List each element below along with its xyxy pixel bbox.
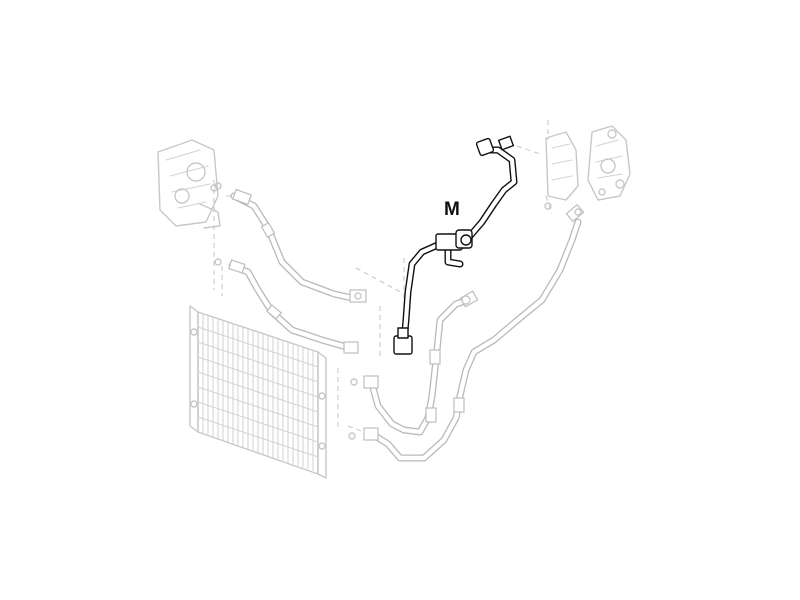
compressor [157,139,221,229]
condenser [189,305,327,479]
expansion-valve-bracket [545,125,631,201]
pipe-end-fitting [393,335,413,355]
liquid-line [348,202,585,462]
suction-hose [214,182,367,303]
reference-lines [213,120,553,433]
part-callout-label: M [444,199,460,220]
discharge-hose [214,258,359,354]
highlighted-pipe-m [393,135,518,355]
pipe-top-fitting [475,137,495,157]
